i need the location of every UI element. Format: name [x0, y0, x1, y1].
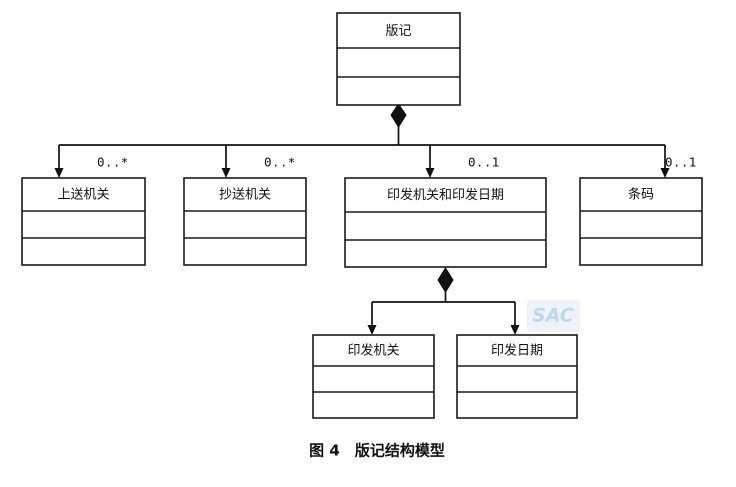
edges-yinfa-to-children [367, 267, 520, 335]
class-box-tiaoma[interactable]: 条码 [579, 177, 703, 266]
class-box-shangsong-jiguan[interactable]: 上送机关 [21, 177, 146, 266]
composition-diamond-root-icon [390, 103, 407, 128]
class-box-yinfa-riqi[interactable]: 印发日期 [456, 334, 578, 419]
arrowhead-yinfa-jiguan-icon [367, 325, 377, 335]
watermark-plate [527, 300, 580, 332]
class-name-tiaoma: 条码 [628, 187, 654, 203]
watermark-label: SAC [532, 305, 574, 327]
arrowhead-shangsong-icon [54, 168, 64, 178]
class-name-yinfa-riqi: 印发日期 [491, 343, 543, 359]
class-name-banji: 版记 [385, 24, 411, 39]
arrowhead-tiaoma-icon [660, 168, 670, 178]
multiplicity-label-shangsong: 0..* [97, 155, 129, 170]
edges-root-to-children [54, 103, 670, 178]
class-box-shangsong-jiguan-frame [21, 177, 146, 266]
class-name-shangsong-jiguan: 上送机关 [57, 188, 109, 203]
composition-diamond-yinfa-icon [437, 267, 454, 293]
arrowhead-yinfa-riqi-icon [510, 325, 520, 335]
arrowhead-chaosong-icon [221, 168, 231, 178]
class-box-chaosong-jiguan[interactable]: 抄送机关 [183, 177, 307, 266]
class-box-yinfa-riqi-frame [456, 334, 578, 419]
class-box-yinfa-jiguan-he-yinfa-riqi[interactable]: 印发机关和印发日期 [344, 177, 547, 268]
arrowhead-yinfa-icon [425, 168, 435, 178]
class-box-chaosong-jiguan-frame [183, 177, 307, 266]
class-box-tiaoma-frame [579, 177, 703, 266]
class-box-yinfa-jiguan-he-yinfa-riqi-frame [344, 177, 547, 268]
sac-watermark: SAC [527, 300, 580, 332]
class-name-yinfa-jiguan-he-yinfa-riqi: 印发机关和印发日期 [387, 187, 504, 203]
multiplicity-label-chaosong: 0..* [264, 155, 296, 170]
class-box-banji-frame [336, 12, 461, 106]
class-name-yinfa-jiguan: 印发机关 [347, 343, 399, 359]
class-name-chaosong-jiguan: 抄送机关 [219, 188, 271, 203]
multiplicity-label-tiaoma: 0..1 [665, 155, 697, 170]
class-box-yinfa-jiguan[interactable]: 印发机关 [312, 334, 435, 419]
multiplicity-label-yinfa: 0..1 [468, 155, 500, 170]
class-box-yinfa-jiguan-frame [312, 334, 435, 419]
figure-caption: 图 4 版记结构模型 [309, 442, 445, 460]
class-box-banji[interactable]: 版记 [336, 12, 461, 106]
